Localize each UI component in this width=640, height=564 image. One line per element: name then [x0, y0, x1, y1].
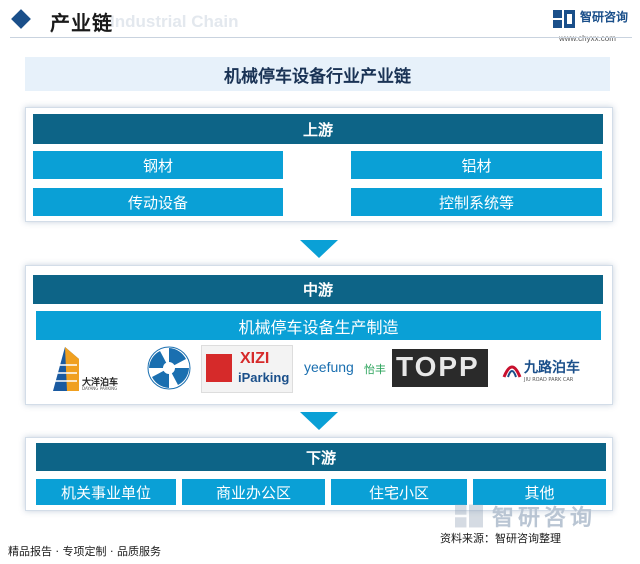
- logo-yeefung-sub: 怡丰: [364, 363, 386, 376]
- brand-logo-icon: [553, 10, 575, 28]
- logo-xizi-sub: iParking: [238, 370, 290, 385]
- header-diamond-icon: [11, 9, 31, 29]
- flow-arrow-icon: [300, 412, 338, 430]
- downstream-label: 下游: [36, 443, 606, 471]
- xizi-emblem-icon: [206, 354, 232, 382]
- watermark-text: 智研咨询: [492, 506, 597, 531]
- upstream-label: 上游: [33, 114, 603, 144]
- logo-topp: TOPP: [392, 349, 488, 387]
- dayang-building-icon: [53, 347, 79, 391]
- source-note: 资料来源：智研咨询整理: [440, 532, 561, 545]
- header-ghost-subtitle: Industrial Chain: [110, 12, 239, 31]
- logo-dayang-name: 大洋泊车: [82, 378, 119, 388]
- logo-jiuroad: 九路泊车 JIU ROAD PARK CAR: [502, 345, 606, 393]
- midstream-label: 中游: [33, 275, 603, 304]
- logo-yeefung: yeefung 怡丰: [304, 345, 394, 393]
- watermark-logo-icon: [455, 504, 483, 528]
- logo-dayang-sub: DAYANG PARKING: [82, 386, 118, 391]
- upstream-item-control-systems: 控制系统等: [351, 188, 602, 216]
- logo-jiuroad-sub: JIU ROAD PARK CAR: [524, 377, 574, 383]
- flow-arrow-icon: [300, 240, 338, 258]
- company-logos: 大洋泊车 DAYANG PARKING XIZI iParking yeefun…: [36, 345, 606, 393]
- header-divider: [10, 37, 632, 38]
- logo-topp-name: TOPP: [396, 351, 480, 382]
- downstream-item-other: 其他: [473, 479, 606, 505]
- diagram-title: 机械停车设备行业产业链: [25, 57, 610, 91]
- downstream-item-commercial-office: 商业办公区: [182, 479, 325, 505]
- downstream-item-residential: 住宅小区: [331, 479, 467, 505]
- pinwheel-logo-icon: [147, 346, 191, 390]
- logo-xizi-name: XIZI: [240, 350, 270, 367]
- logo-dayang: 大洋泊车 DAYANG PARKING: [51, 345, 131, 393]
- upstream-item-transmission: 传动设备: [33, 188, 283, 216]
- brand-url: www.chyxx.com: [559, 34, 616, 43]
- logo-jiuroad-name: 九路泊车: [524, 360, 580, 376]
- downstream-item-institutions: 机关事业单位: [36, 479, 176, 505]
- page-title: 产业链: [50, 11, 113, 35]
- logo-xizi: XIZI iParking: [201, 345, 293, 393]
- upstream-item-aluminum: 铝材: [351, 151, 602, 179]
- upstream-item-steel: 钢材: [33, 151, 283, 179]
- brand-name: 智研咨询: [580, 10, 629, 24]
- logo-yeefung-name: yeefung: [304, 359, 354, 375]
- logo-pinwheel: [146, 345, 194, 393]
- jiuroad-emblem-icon: [502, 365, 522, 378]
- midstream-item-manufacturing: 机械停车设备生产制造: [36, 311, 601, 340]
- footer-tagline: 精品报告 · 专项定制 · 品质服务: [8, 545, 161, 558]
